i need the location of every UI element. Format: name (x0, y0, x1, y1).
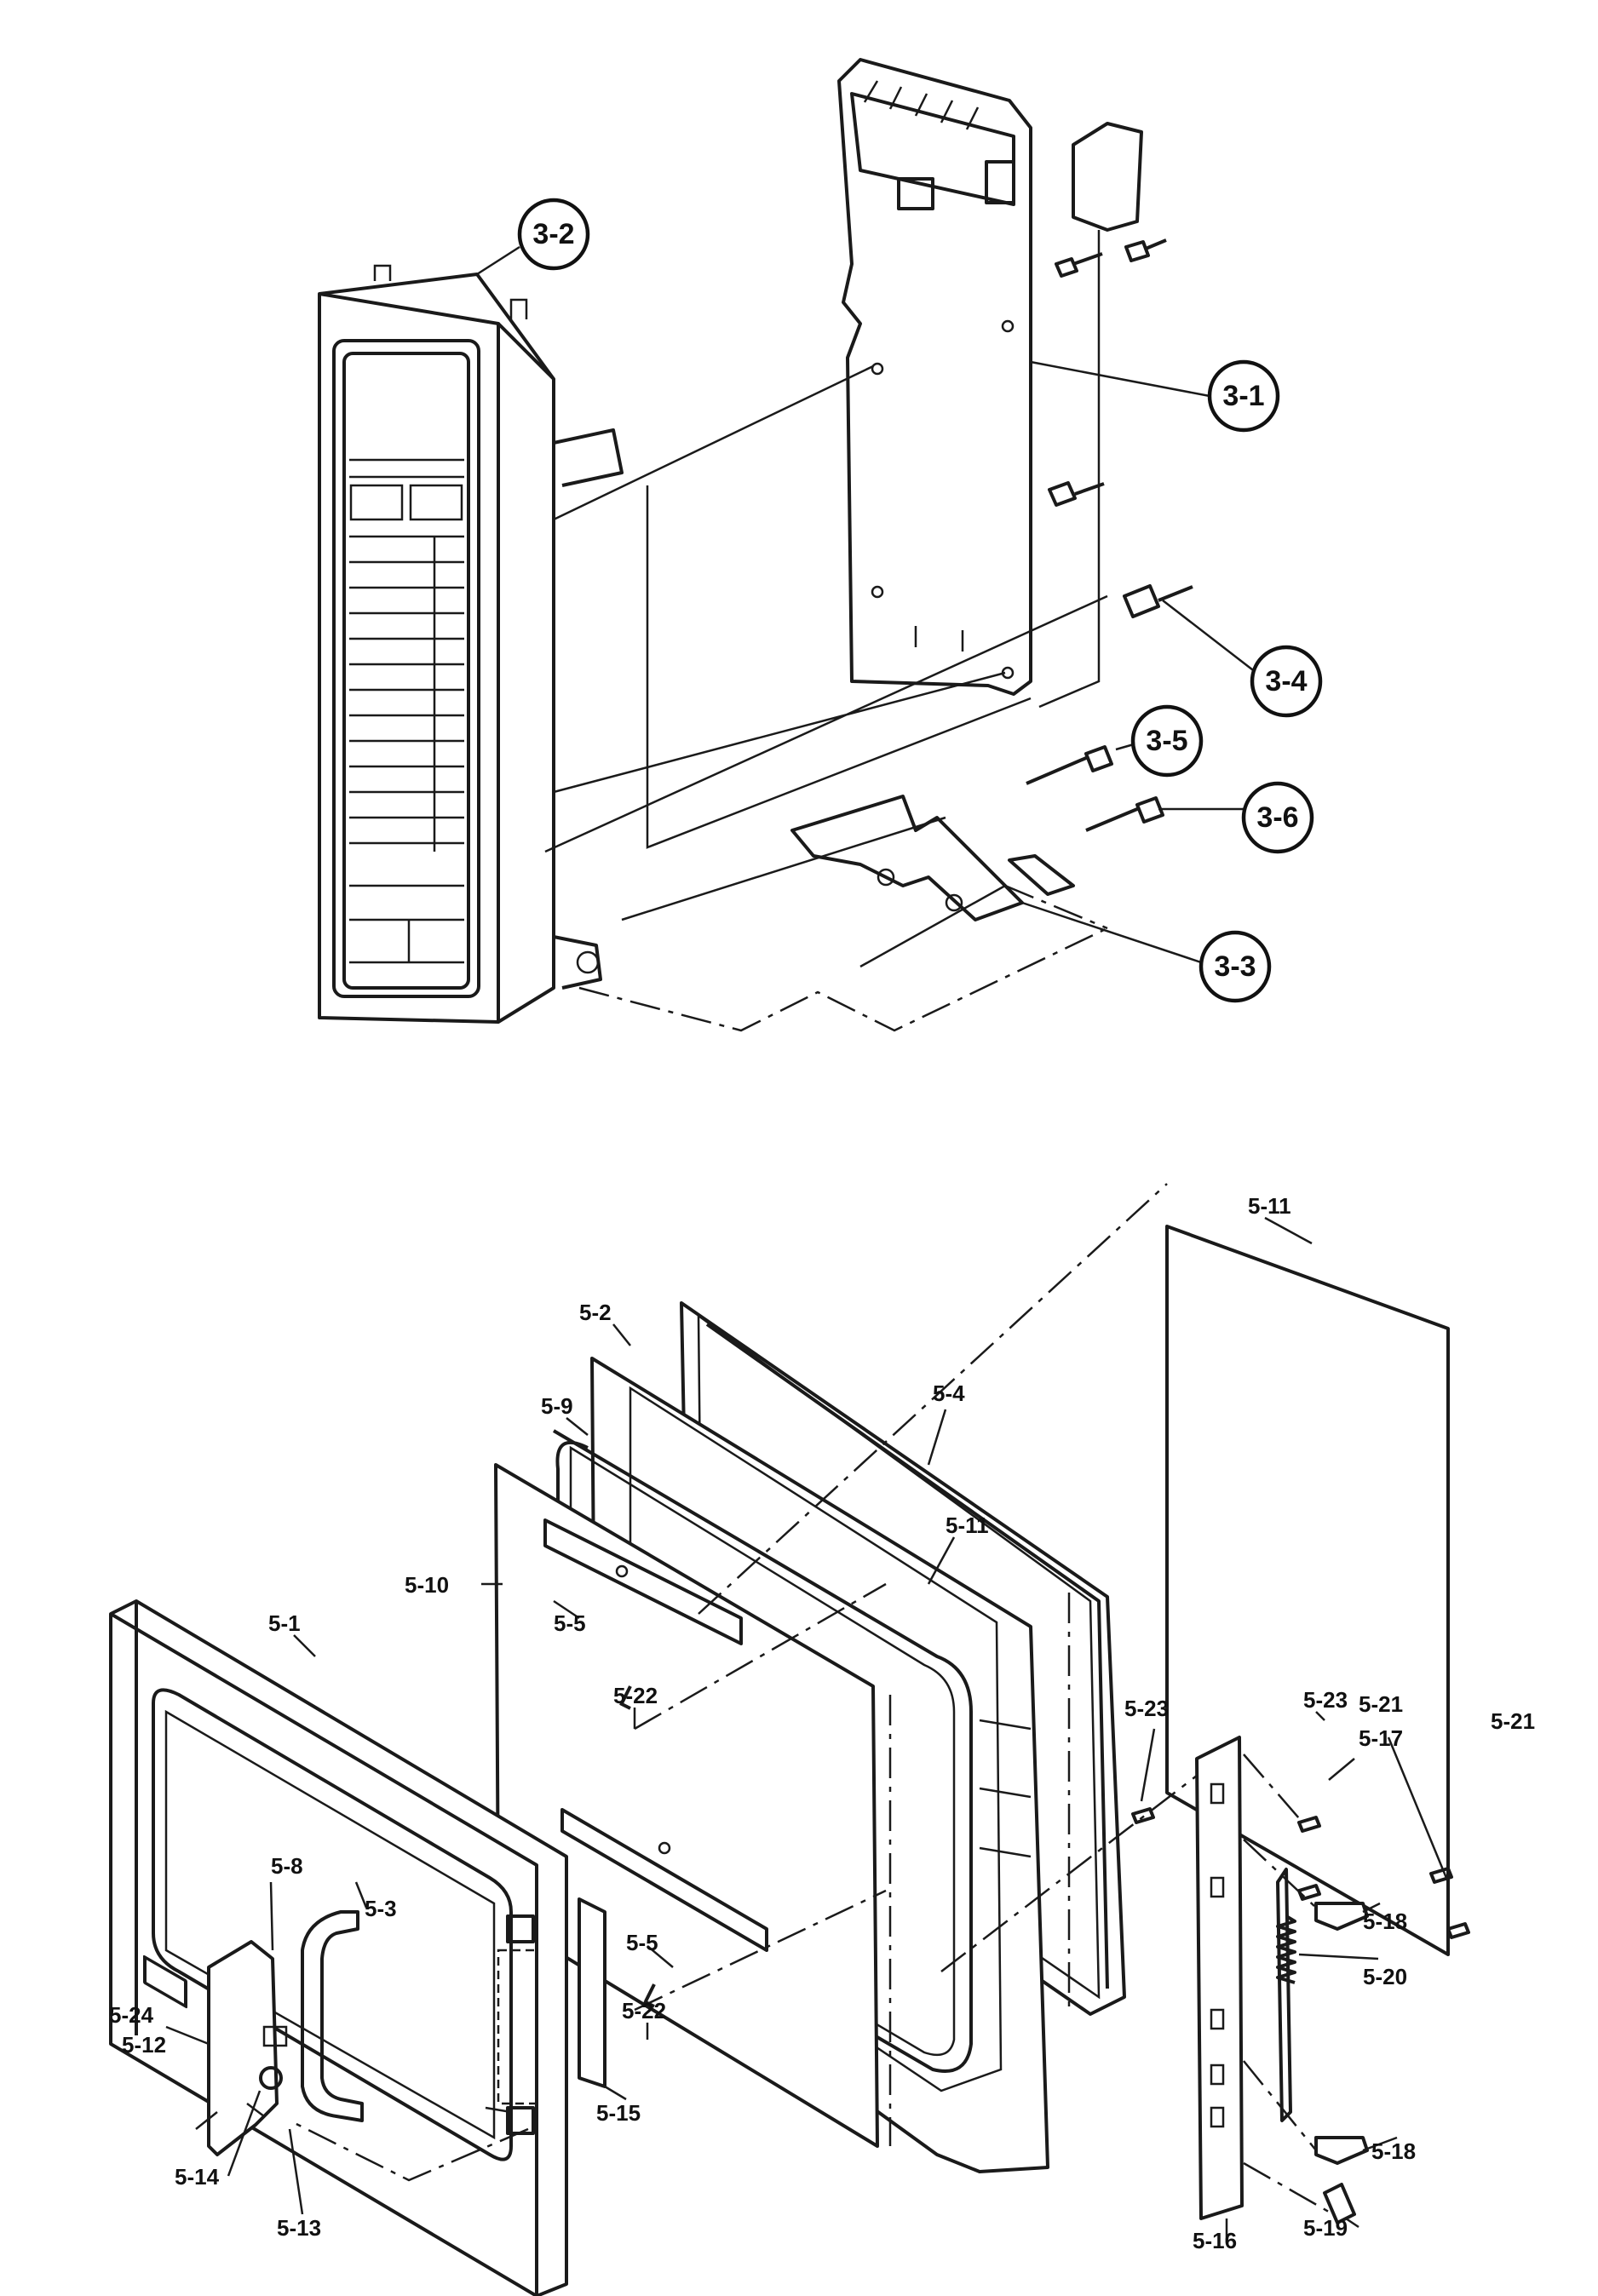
part-label: 5-5 (626, 1930, 658, 1955)
part-label: 5-1 (268, 1610, 301, 1636)
circuit-board (837, 58, 1032, 696)
part-labels: 3-1 3-2 3-3 3-4 3-5 3-6 5-1 5-2 5-3 5-4 5-5 5-5 5-8 5… (109, 198, 1535, 2253)
label-circle (1130, 704, 1204, 778)
outer-door (109, 1599, 568, 2296)
part-label: 5-14 (175, 2164, 220, 2190)
part-label: 5-24 (109, 2002, 154, 2028)
label-circle (1241, 781, 1314, 854)
choke-cover (578, 1897, 606, 2088)
part-label: 5-22 (622, 1998, 666, 2023)
mounting-bracket (790, 795, 1075, 921)
control-panel-assembly (318, 58, 1257, 1032)
part-label: 5-20 (1363, 1964, 1407, 1989)
label-circle (1198, 930, 1272, 1003)
screws-lower (619, 1685, 1470, 2008)
part-label: 5-23 (1124, 1696, 1169, 1721)
part-label: 5-10 (405, 1572, 449, 1598)
latch-lever (301, 1910, 364, 2122)
control-panel-frame (318, 264, 624, 1024)
part-label: 3-3 (1214, 950, 1256, 983)
part-label: 5-21 (1491, 1708, 1535, 1734)
hinge-spring (1276, 1914, 1296, 1984)
reinforcement-bar-upper (543, 1518, 743, 1645)
hinge-plate (1195, 1736, 1369, 2224)
part-label: 3-5 (1146, 725, 1187, 757)
part-label: 5-17 (1359, 1725, 1403, 1751)
part-label: 5-11 (946, 1512, 989, 1538)
part-label: 3-1 (1222, 380, 1264, 412)
door-glass-panel (494, 1463, 879, 2148)
part-label: 5-23 (1303, 1687, 1348, 1713)
label-circle (517, 198, 590, 271)
part-label: 5-21 (1359, 1691, 1403, 1717)
part-label: 5-3 (365, 1896, 397, 1921)
label-circle (1207, 359, 1280, 433)
door-assembly (109, 1183, 1470, 2296)
screws-upper (1026, 238, 1193, 832)
part-label: 5-13 (277, 2215, 321, 2241)
part-label: 5-16 (1193, 2228, 1237, 2253)
part-label: 5-4 (933, 1380, 965, 1406)
part-label: 5-15 (596, 2100, 641, 2126)
reinforcement-bar-lower (560, 1808, 768, 1952)
part-label: 5-5 (554, 1610, 586, 1636)
part-label: 3-4 (1265, 665, 1307, 697)
part-label: 5-19 (1303, 2215, 1348, 2241)
part-label: 5-9 (541, 1393, 573, 1419)
part-label: 5-2 (579, 1300, 612, 1325)
part-label: 5-12 (122, 2032, 166, 2058)
part-label: 5-11 (1248, 1193, 1291, 1219)
insulator-pad (1072, 122, 1143, 232)
part-label: 5-18 (1371, 2138, 1416, 2164)
label-circle (1250, 645, 1323, 718)
part-label: 5-8 (271, 1853, 303, 1879)
part-label: 5-22 (613, 1683, 658, 1708)
part-label: 3-2 (532, 218, 574, 250)
part-label: 5-18 (1363, 1909, 1407, 1934)
part-label: 3-6 (1256, 801, 1298, 834)
